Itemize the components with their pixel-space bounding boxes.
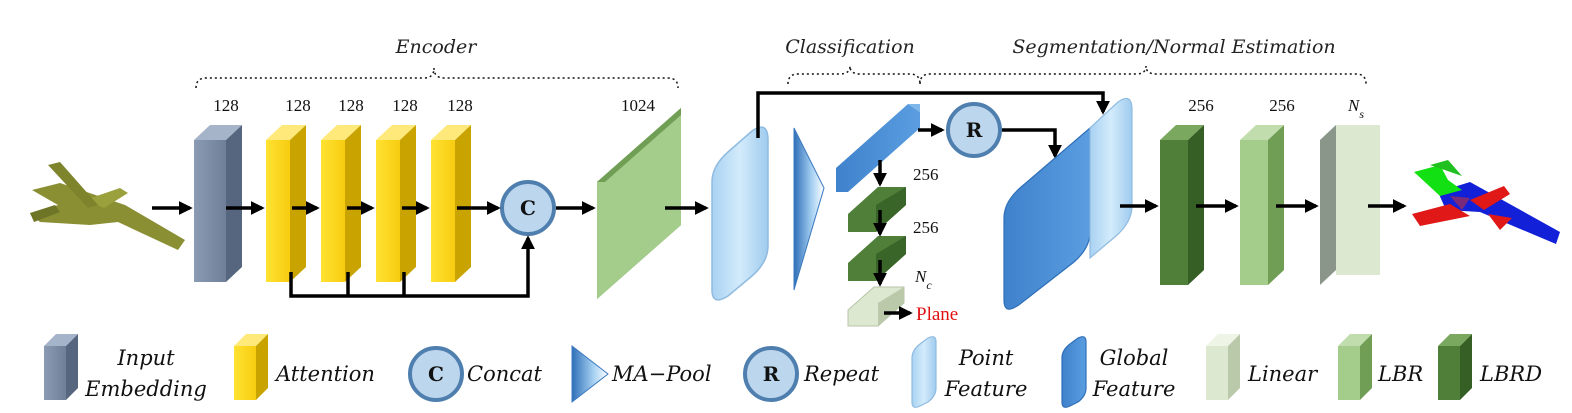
embedding-dim: 128 xyxy=(213,96,239,115)
legend-concat-swatch: C xyxy=(408,346,464,402)
attention-4-dim: 128 xyxy=(447,96,473,115)
legend-concat-symbol: C xyxy=(428,362,444,386)
classification-label: Classification xyxy=(785,36,915,58)
segmentation-lbrd-dim: 256 xyxy=(1188,96,1214,115)
legend-point-feature-swatch xyxy=(911,336,937,408)
attention-1-dim: 128 xyxy=(285,96,311,115)
legend-linear-label: Linear xyxy=(1247,362,1319,386)
legend-input-embedding-line1: Input xyxy=(116,346,175,370)
legend-global-feature-line1: Global xyxy=(1100,346,1169,370)
attention-block-1 xyxy=(266,125,306,282)
legend-linear-swatch xyxy=(1206,334,1240,400)
encoder-brace xyxy=(195,67,679,89)
legend-global-feature-swatch xyxy=(1061,336,1087,408)
encoder-label: Encoder xyxy=(395,36,479,58)
legend-lbrd-swatch xyxy=(1438,334,1472,400)
segmentation-label: Segmentation/Normal Estimation xyxy=(1012,36,1335,58)
encoder-arrows xyxy=(152,91,1110,298)
repeat-symbol: R xyxy=(966,118,983,142)
attention-block-3 xyxy=(376,125,416,282)
attention-2-dim: 128 xyxy=(338,96,364,115)
legend-mapool-swatch xyxy=(571,344,609,404)
segmentation-concat-feature xyxy=(1003,97,1133,310)
legend: Input Embedding Attention C Concat MA−Po… xyxy=(44,334,1542,408)
legend-embedding-swatch xyxy=(44,334,78,400)
airplane-point-cloud-icon xyxy=(30,162,185,250)
segmentation-lbr-block xyxy=(1240,125,1284,285)
classification-lbrd-2 xyxy=(848,236,906,281)
legend-input-embedding-line2: Embedding xyxy=(84,377,207,401)
concat-node: C xyxy=(500,180,556,236)
classification-lbrd-1 xyxy=(848,187,906,232)
classification-arrows xyxy=(873,123,945,320)
lbr-1024-dim: 1024 xyxy=(621,96,656,115)
segmentation-lbr-dim: 256 xyxy=(1269,96,1295,115)
point-feature-block xyxy=(711,126,769,301)
legend-attention-swatch xyxy=(234,334,268,400)
segmented-airplane-point-cloud-icon xyxy=(1412,160,1560,244)
legend-point-feature-line1: Point xyxy=(958,346,1014,370)
classification-lbrd-2-dim: 256 xyxy=(913,218,939,237)
legend-lbr-swatch xyxy=(1338,334,1372,400)
classification-output-label: Plane xyxy=(916,304,958,325)
segmentation-output-dim: Ns xyxy=(1347,96,1364,121)
legend-attention-label: Attention xyxy=(274,362,375,386)
legend-repeat-swatch: R xyxy=(743,346,799,402)
section-headers: Encoder Classification Segmentation/Norm… xyxy=(395,36,1336,58)
legend-lbr-label: LBR xyxy=(1377,362,1423,386)
repeat-arrow xyxy=(1002,128,1062,159)
classification-lbrd-1-dim: 256 xyxy=(913,165,939,184)
legend-global-feature-line2: Feature xyxy=(1092,377,1176,401)
repeat-node: R xyxy=(946,102,1002,158)
legend-mapool-label: MA−Pool xyxy=(611,362,712,386)
input-embedding-block xyxy=(194,125,242,282)
segmentation-brace xyxy=(919,65,1367,85)
classification-output-dim: Nc xyxy=(914,267,932,292)
segmentation-linear-block xyxy=(1320,125,1380,285)
legend-repeat-symbol: R xyxy=(763,362,780,386)
concat-symbol: C xyxy=(520,196,536,220)
attention-block-4 xyxy=(431,125,471,282)
classification-linear xyxy=(847,286,905,327)
classification-global-feature xyxy=(836,104,920,192)
legend-repeat-label: Repeat xyxy=(803,362,880,386)
mapool-block xyxy=(793,127,825,291)
legend-point-feature-line2: Feature xyxy=(944,377,1028,401)
legend-concat-label: Concat xyxy=(467,362,543,386)
classification-brace xyxy=(787,65,921,85)
attention-3-dim: 128 xyxy=(392,96,418,115)
legend-lbrd-label: LBRD xyxy=(1479,362,1542,386)
attention-block-2 xyxy=(321,125,361,282)
lbr-1024-block xyxy=(597,108,681,299)
